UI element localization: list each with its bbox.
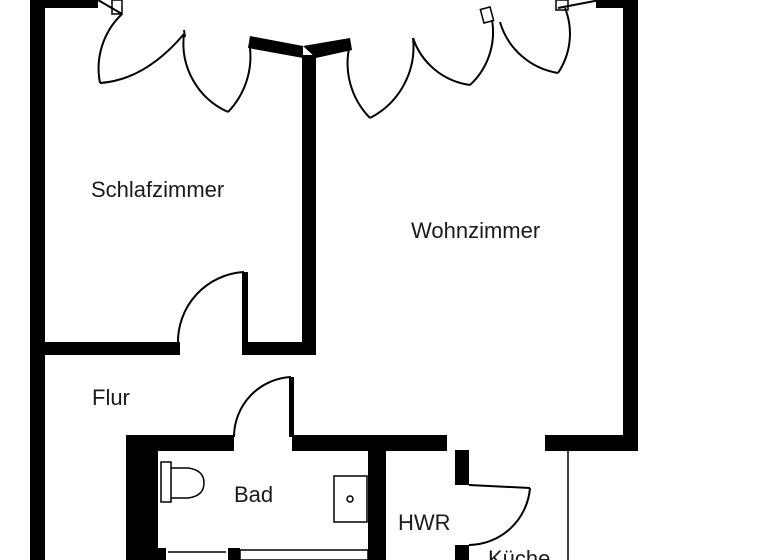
door-swing-arc (176, 271, 245, 345)
wall-top-right (596, 0, 638, 8)
toilet-tank (160, 461, 172, 503)
window-frame (555, 0, 569, 11)
window-swing-arc (499, 21, 559, 74)
wall-bath-bottom-b (228, 548, 240, 560)
door-swing-arc (232, 376, 292, 438)
window-leaf-left (97, 0, 123, 15)
window-swing-arc (97, 13, 123, 84)
window-swing-arc (412, 37, 471, 86)
room-label-kueche: Küche (488, 546, 550, 560)
wall-outer-right (623, 0, 638, 450)
wall-top-left-stub (30, 0, 98, 8)
window-bedroom (97, 0, 252, 113)
wall-top-pier-right (303, 38, 352, 58)
wall-kitchen-top (545, 435, 638, 451)
wall-hwr-kitchen-top (455, 450, 469, 485)
wall-bath-left (126, 435, 158, 560)
door-hwr (468, 484, 531, 546)
door-bath (232, 376, 292, 438)
wall-bath-bottom-a (158, 548, 166, 560)
window-living (346, 0, 638, 119)
door-swing-arc (468, 487, 531, 546)
toilet-bowl (171, 467, 205, 499)
bathtub-icon (239, 549, 369, 560)
sink-drain (346, 495, 354, 503)
window-frame (479, 6, 495, 24)
wall-top-pier-left (248, 36, 303, 58)
toilet-icon (160, 461, 205, 503)
wall-bedroom-hall-right (248, 342, 316, 355)
door-bedroom (176, 271, 245, 345)
wall-bedroom-hall-left (45, 342, 180, 355)
sink-icon (333, 475, 368, 523)
window-swing-arc (346, 43, 371, 119)
wall-outer-left (30, 0, 45, 560)
window-swing-arc (182, 33, 229, 113)
window-leaf (557, 0, 601, 9)
window-swing-arc (99, 33, 185, 84)
window-swing-arc (557, 7, 571, 74)
window-frame-left (111, 0, 123, 15)
window-leaf-right (183, 29, 186, 38)
window-swing-arc (227, 47, 252, 113)
window-swing-arc (369, 37, 415, 119)
wall-hwr-kitchen-bottom (455, 545, 469, 560)
wall-bath-hwr (368, 435, 386, 560)
outer-walls (30, 0, 638, 560)
room-label-schlafzimmer: Schlafzimmer (91, 177, 224, 202)
room-label-bad: Bad (234, 482, 273, 507)
room-label-flur: Flur (92, 385, 130, 410)
door-leaf (468, 484, 531, 489)
bathtub-rim (239, 549, 369, 560)
room-label-wohnzimmer: Wohnzimmer (411, 218, 540, 243)
sink-basin (333, 475, 368, 523)
room-label-hwr: HWR (398, 510, 451, 535)
wall-bedroom-living (302, 55, 316, 355)
room-labels: Schlafzimmer Wohnzimmer Flur Bad HWR Küc… (91, 177, 550, 560)
interior-walls (45, 36, 638, 560)
window-swing-arc (469, 19, 495, 86)
